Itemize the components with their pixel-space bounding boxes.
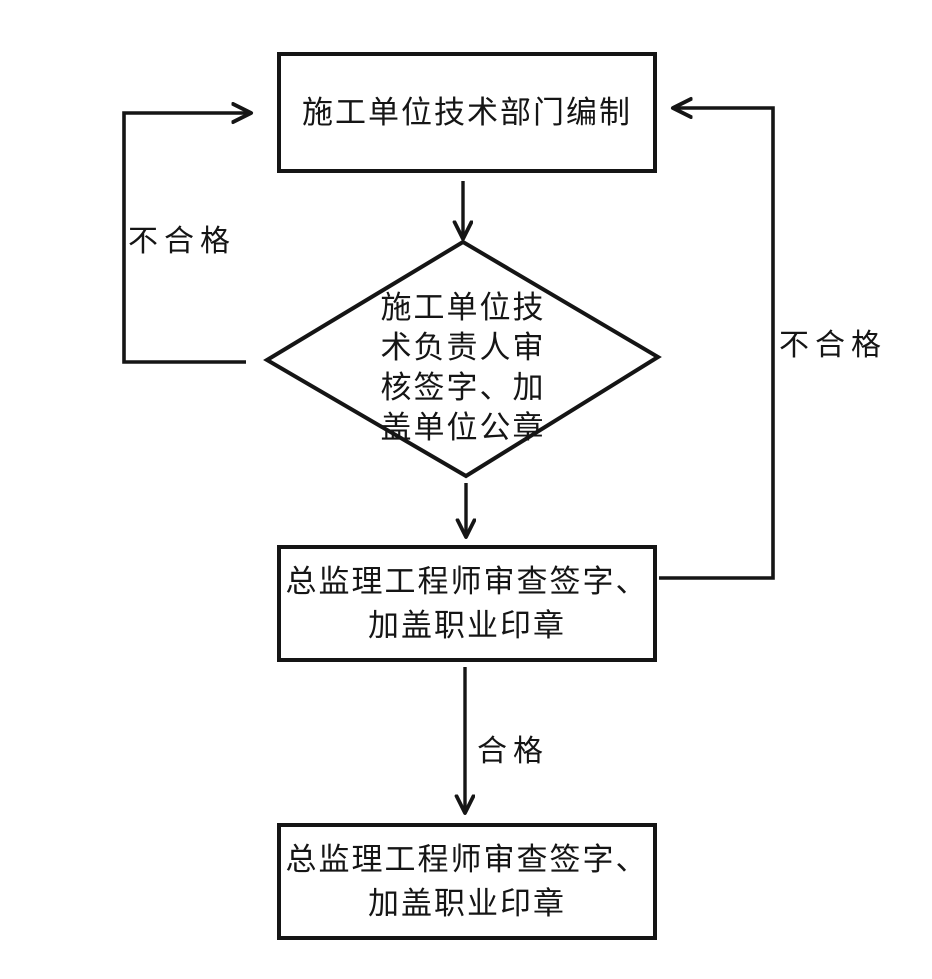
- decision-line-2: 术负责人审: [380, 330, 546, 365]
- edge-label-left-fail: 不合格: [128, 225, 236, 258]
- process-box-compile-label: 施工单位技术部门编制: [302, 94, 632, 130]
- process-box-final-line-2: 加盖职业印章: [368, 885, 566, 921]
- edge-label-pass: 合格: [477, 735, 549, 768]
- process-box-review-line-2: 加盖职业印章: [368, 607, 566, 643]
- edge-label-right-fail: 不合格: [779, 329, 887, 362]
- decision-diamond-label: 施工单位技 术负责人审 核签字、加 盖单位公章: [342, 288, 584, 448]
- process-box-review: 总监理工程师审查签字、 加盖职业印章: [277, 545, 657, 662]
- decision-diamond-shape: [263, 239, 662, 479]
- process-box-review-line-1: 总监理工程师审查签字、: [285, 563, 649, 599]
- decision-line-1: 施工单位技: [380, 290, 546, 325]
- decision-line-4: 盖单位公章: [380, 410, 546, 445]
- process-box-final-line-1: 总监理工程师审查签字、: [285, 841, 649, 877]
- arrow-right-loop-fail: [659, 108, 775, 580]
- decision-line-3: 核签字、加: [380, 370, 546, 405]
- arrow-left-loop-fail: [122, 113, 250, 364]
- process-box-compile: 施工单位技术部门编制: [277, 52, 657, 173]
- process-box-final: 总监理工程师审查签字、 加盖职业印章: [277, 823, 657, 940]
